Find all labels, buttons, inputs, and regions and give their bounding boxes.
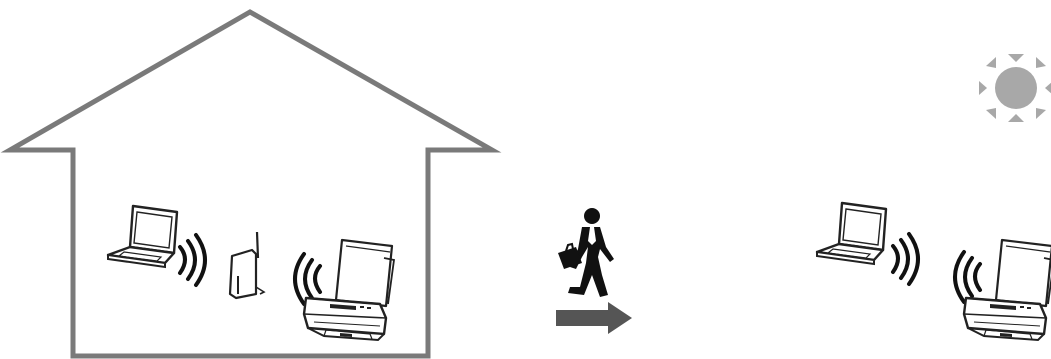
house-outline (10, 12, 492, 356)
wifi-router-icon (230, 232, 264, 298)
outdoor-printer-wireless-signal-icon (955, 252, 980, 302)
walking-person-with-briefcase-icon (558, 208, 614, 297)
home-printer-wireless-signal-icon (295, 254, 320, 304)
outdoor-laptop-icon (817, 203, 886, 264)
outdoor-laptop-wireless-signal-icon (893, 234, 918, 284)
sun-icon (979, 54, 1051, 122)
home-laptop-wireless-signal-icon (180, 235, 205, 285)
right-arrow-icon (556, 302, 632, 334)
outdoor-portable-printer-icon (964, 240, 1051, 340)
home-laptop-icon (108, 206, 177, 267)
